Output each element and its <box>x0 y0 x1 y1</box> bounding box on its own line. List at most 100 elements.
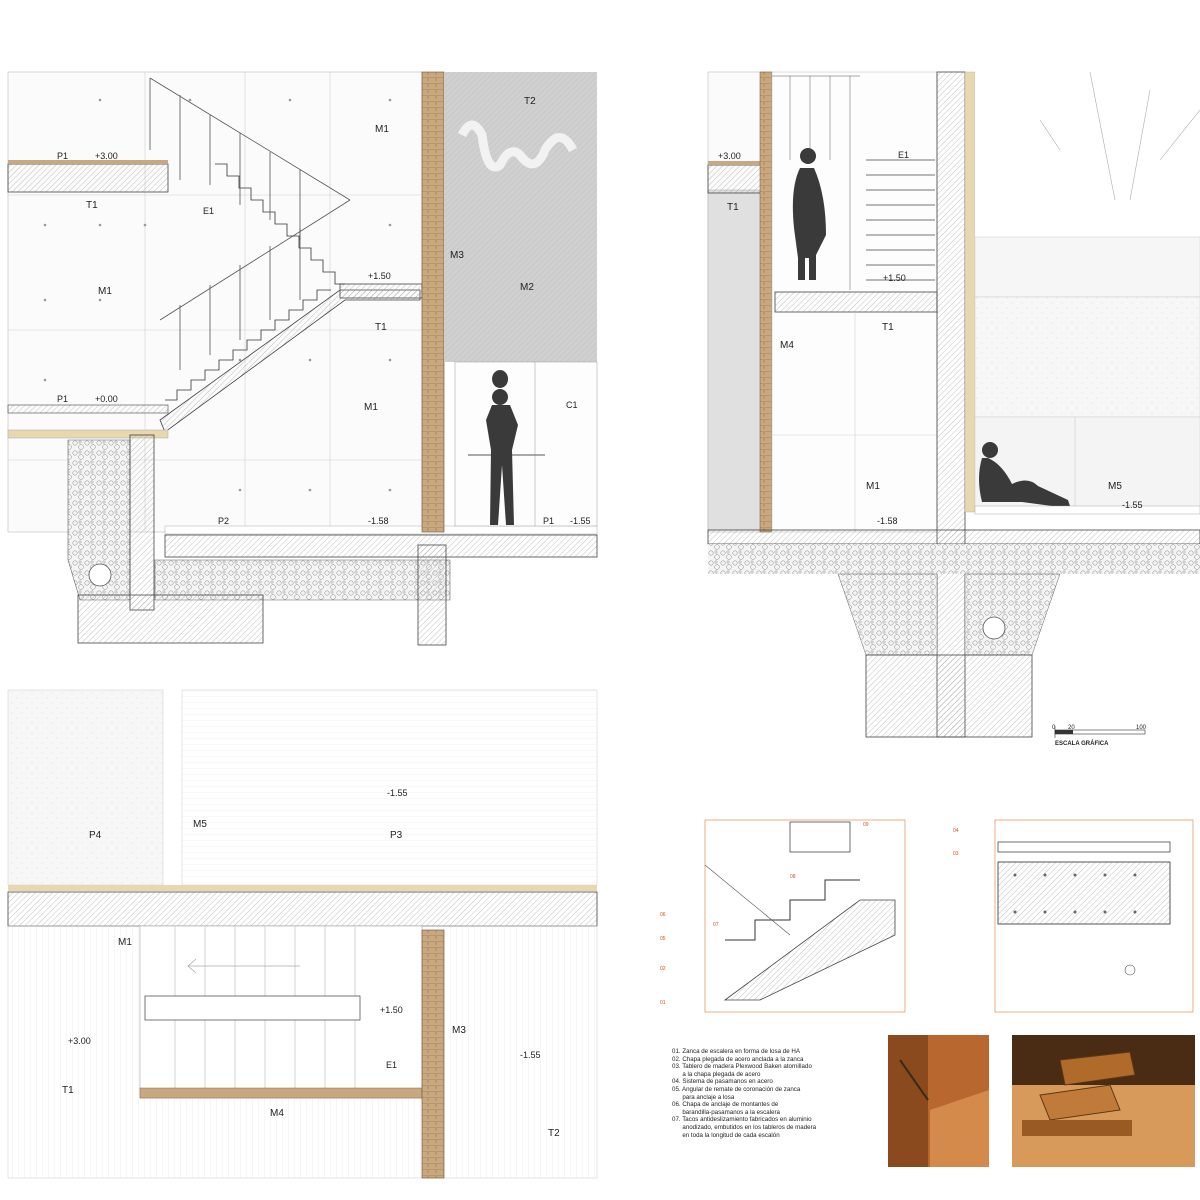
photo-stair-wood-1 <box>888 1035 989 1167</box>
level-mark: +3.00 <box>68 1036 91 1046</box>
gravel-bed <box>708 544 1200 574</box>
level-mark: -1.55 <box>387 788 408 798</box>
scale-label: ESCALA GRÁFICA <box>1055 740 1109 747</box>
level-mark: +1.50 <box>380 1005 403 1015</box>
material-tag: M1 <box>866 481 880 492</box>
material-tag: P2 <box>218 516 229 526</box>
brick-wall-plan <box>421 929 445 1179</box>
level-mark: +1.50 <box>883 273 906 283</box>
material-tag: M1 <box>364 402 378 413</box>
railing <box>149 77 351 370</box>
scale-tick: 20 <box>1068 725 1075 731</box>
detail-callout: 05 <box>660 936 666 942</box>
material-tag: T2 <box>548 1128 560 1139</box>
railing-elevation <box>772 75 860 290</box>
material-tag: T1 <box>86 200 98 211</box>
material-tag: C1 <box>566 400 578 410</box>
material-tag: M1 <box>375 124 389 135</box>
detail-callout: 04 <box>953 828 959 834</box>
detail-landing <box>994 819 1194 1013</box>
foundation-footing <box>865 654 1033 738</box>
material-tag: P1 <box>57 394 68 404</box>
stair-plan <box>7 689 598 1179</box>
retaining-wall-plan <box>7 891 598 927</box>
stair-steps <box>165 163 345 401</box>
legend-line: para anclaje a losa <box>672 1093 735 1101</box>
upper-slab-finish <box>8 160 168 164</box>
detail-callout: 02 <box>660 966 666 972</box>
level-mark: +1.50 <box>368 271 391 281</box>
section-a <box>7 71 598 646</box>
detail-legend: 01. Zanca de escalera en forma de losa d… <box>672 1048 872 1139</box>
material-tag: M3 <box>450 250 464 261</box>
legend-line: 05. Angular de remate de coronación de z… <box>672 1085 801 1093</box>
level-mark: +0.00 <box>95 394 118 404</box>
material-tag: P3 <box>390 830 403 841</box>
level-mark: -1.55 <box>520 1050 541 1060</box>
detail-callout: 03 <box>953 851 959 857</box>
legend-line: 07. Tacos antideslizamiento fabricados e… <box>672 1116 812 1124</box>
detail-callout: 07 <box>713 922 719 928</box>
material-tag: M5 <box>1108 481 1122 492</box>
photo-stair-wood-2 <box>1012 1035 1195 1167</box>
material-tag: M4 <box>270 1108 284 1119</box>
paving-p4 <box>7 689 164 886</box>
material-tag: M5 <box>193 819 207 830</box>
detail-callout: 06 <box>660 912 666 918</box>
section-b <box>707 71 1200 738</box>
material-tag: M4 <box>780 340 794 351</box>
level-mark: +3.00 <box>95 151 118 161</box>
legend-line: 01. Zanca de escalera en forma de losa d… <box>672 1048 800 1055</box>
landing-plan <box>144 995 361 1021</box>
tree-sketch <box>1039 71 1200 201</box>
legend-line: 03. Tablero de madera Plexwood Baken ato… <box>672 1063 812 1071</box>
mural-graphic <box>457 120 577 172</box>
material-tag: M1 <box>98 286 112 297</box>
legend-line: barandilla-pasamanos a la escalera <box>672 1108 780 1116</box>
material-tag: P1 <box>543 516 554 526</box>
material-tag: M1 <box>118 937 132 948</box>
drain-pipe <box>982 616 1006 640</box>
detail-callout: 01 <box>660 1000 666 1006</box>
legend-line: 02. Chapa plegada de acero anclada a la … <box>672 1055 804 1063</box>
formwork-ties <box>43 98 392 492</box>
drain-pipe <box>88 563 112 587</box>
legend-line: a la chapa plegada de acero <box>672 1070 761 1078</box>
legend-line: 06. Chapa de anclaje de montantes de <box>672 1101 779 1109</box>
material-tag: E1 <box>898 150 909 160</box>
material-tag: M3 <box>452 1025 466 1036</box>
seated-person-silhouette <box>979 458 1070 506</box>
material-tag: T1 <box>727 202 739 213</box>
material-tag: M2 <box>520 282 534 293</box>
paving-p3 <box>181 689 598 886</box>
person-silhouette <box>792 168 826 280</box>
material-tag: T1 <box>62 1085 74 1096</box>
material-tag: T2 <box>524 96 536 107</box>
material-tag: P4 <box>89 830 102 841</box>
basement-slab <box>164 534 598 558</box>
level-mark: -1.55 <box>1122 500 1143 510</box>
stair-direction-arrow <box>187 958 300 974</box>
column-footing <box>417 544 447 646</box>
foundation-footing <box>77 594 264 644</box>
material-tag: P1 <box>57 151 68 161</box>
material-tag: E1 <box>203 206 214 216</box>
material-tag: E1 <box>386 1060 397 1070</box>
legend-line: en toda la longitud de cada escalón <box>672 1131 780 1139</box>
stair-treads-elevation <box>866 159 935 281</box>
construction-details <box>704 819 1194 1013</box>
upper-slab <box>7 163 169 193</box>
exterior-landscape <box>975 72 1200 237</box>
scale-bar <box>1054 726 1146 738</box>
detail-callout: 08 <box>790 874 796 880</box>
material-tag: T1 <box>882 322 894 333</box>
detail-callout: 09 <box>863 822 869 828</box>
ground-floor-slab <box>7 404 169 414</box>
level-mark: +3.00 <box>718 151 741 161</box>
legend-line: anodizado, embutidos en los tableros de … <box>672 1123 817 1131</box>
level-mark: -1.58 <box>877 516 898 526</box>
detail-stair-tread <box>704 819 906 1013</box>
level-mark: -1.55 <box>570 516 591 526</box>
